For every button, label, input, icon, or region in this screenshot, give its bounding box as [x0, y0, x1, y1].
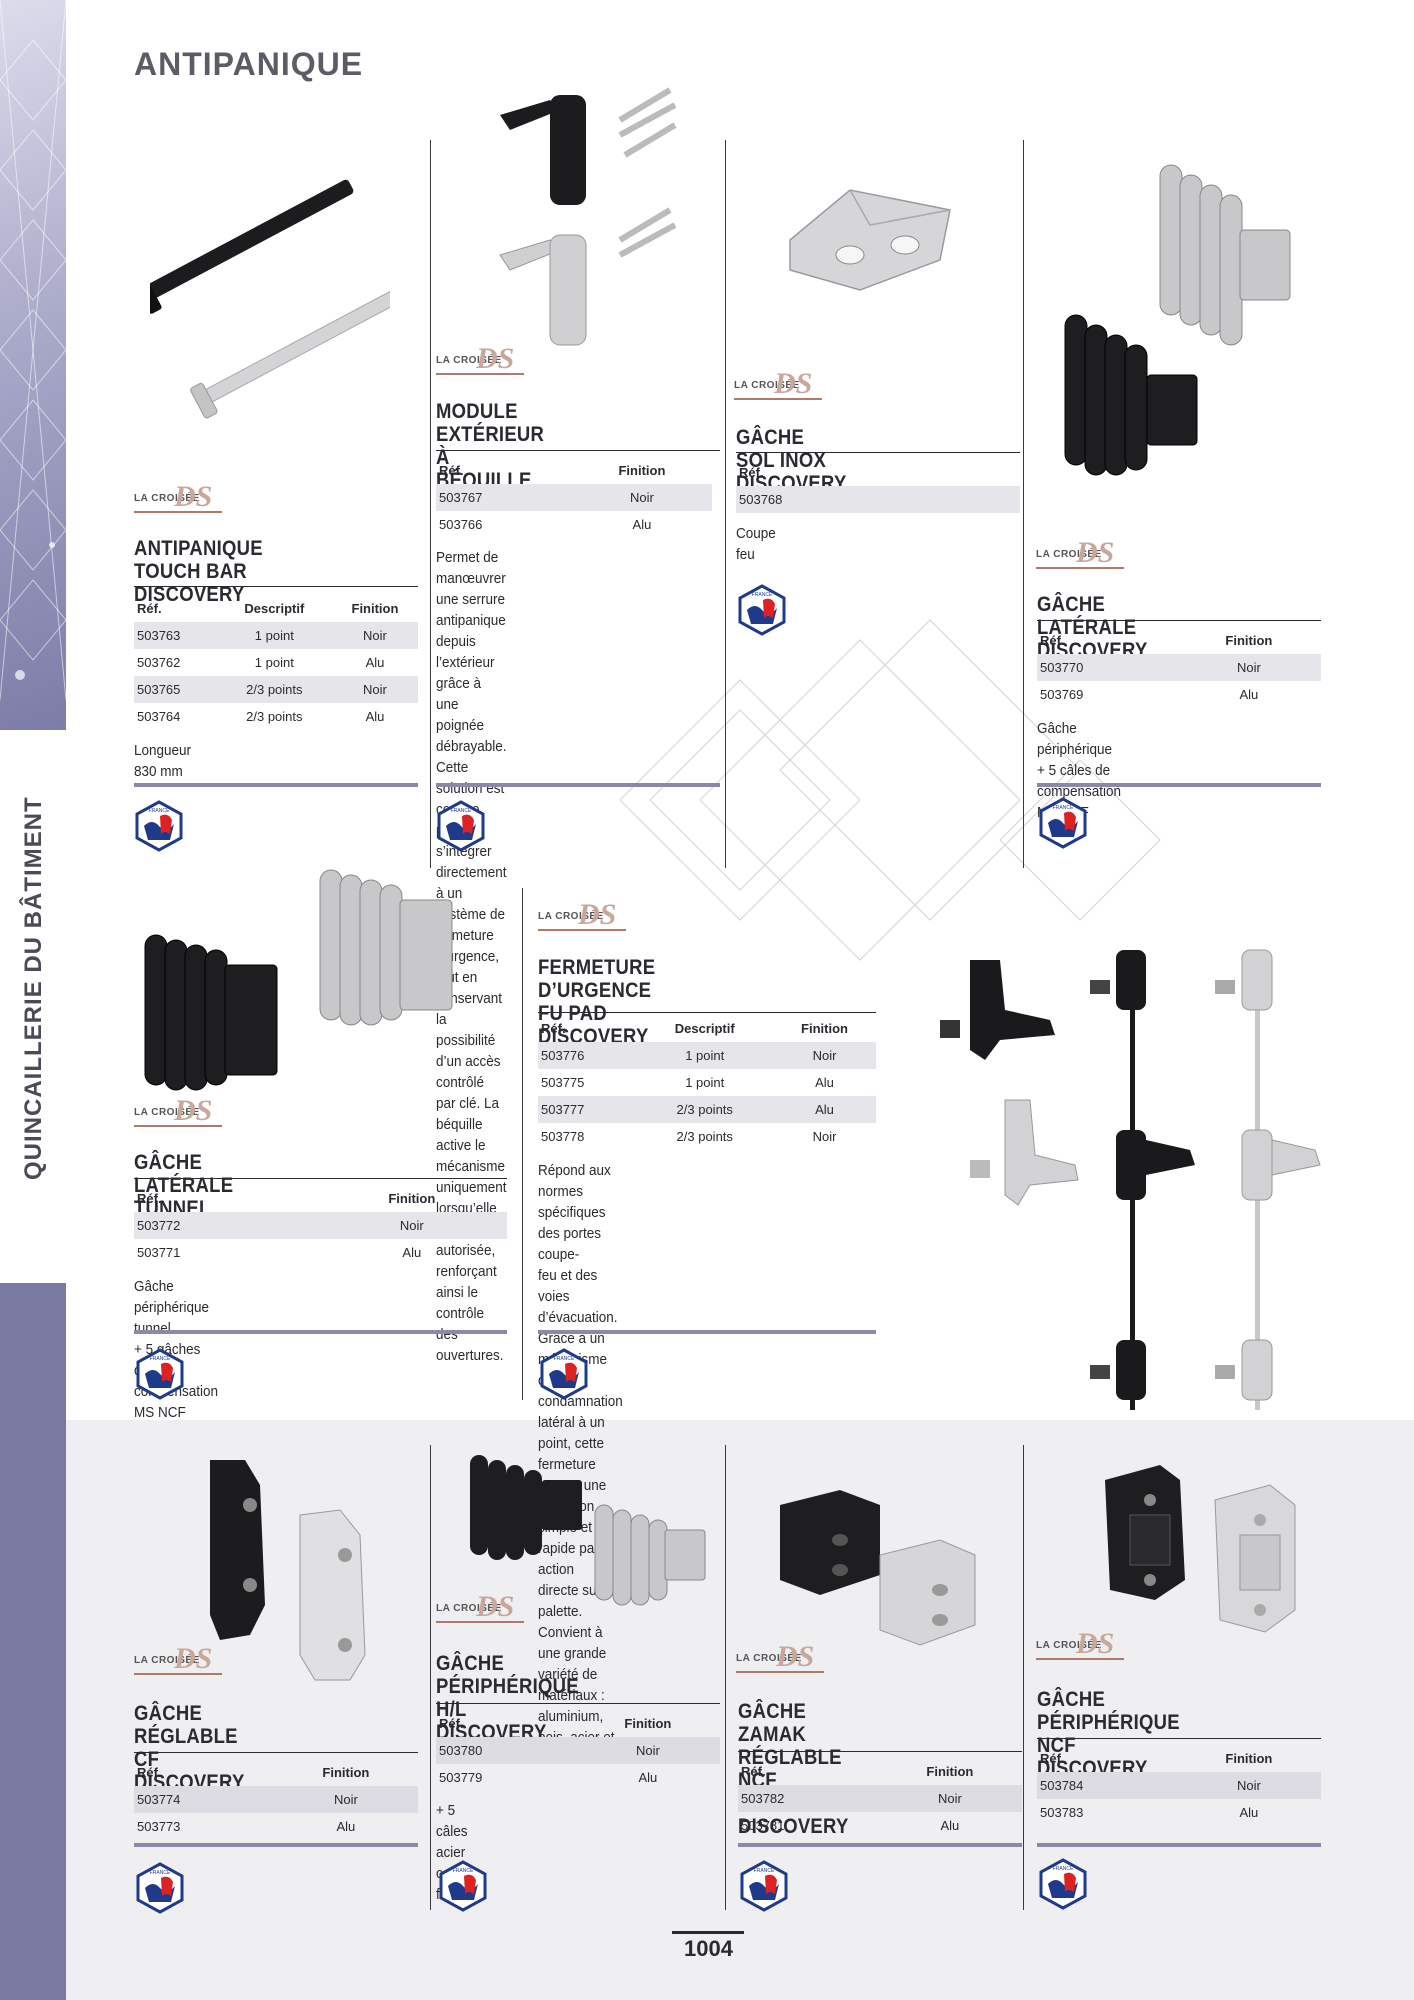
made-in-france-badge: FRANCE: [439, 1860, 487, 1912]
product-image-module-exterieur: [499, 87, 677, 346]
svg-text:FRANCE: FRANCE: [149, 808, 170, 814]
section-label: QUINCAILLERIE DU BÂTIMENT: [20, 796, 47, 1180]
made-in-france-badge: FRANCE: [437, 800, 485, 852]
svg-text:FRANCE: FRANCE: [1053, 805, 1074, 811]
product-image-touch-bar: [150, 179, 390, 419]
svg-text:FRANCE: FRANCE: [554, 1356, 575, 1362]
divider: [1023, 1445, 1024, 1910]
decorative-lines: [619, 619, 1161, 961]
svg-text:FRANCE: FRANCE: [754, 1868, 775, 1874]
brand-logo: LA CROISÉE DS: [1036, 536, 1124, 578]
svg-text:FRANCE: FRANCE: [1053, 1866, 1074, 1872]
product-title: ANTIPANIQUE TOUCH BAR DISCOVERY: [134, 537, 263, 606]
brand-logo: LA CROISÉE DS: [134, 1094, 222, 1136]
made-in-france-badge: FRANCE: [740, 1860, 788, 1912]
side-decoration: [0, 0, 66, 730]
brand-logo: LA CROISÉE DS: [734, 367, 822, 409]
made-in-france-badge: FRANCE: [540, 1348, 588, 1400]
divider: [430, 140, 431, 868]
divider: [725, 1445, 726, 1910]
made-in-france-badge: FRANCE: [136, 1862, 184, 1914]
reference-table: Réf. 503768: [736, 458, 1020, 513]
product-description: Coupe feu: [736, 525, 776, 563]
brand-logo: LA CROISÉE DS: [134, 480, 222, 522]
bottom-row-background: [66, 1420, 1414, 2000]
made-in-france-badge: FRANCE: [136, 1348, 184, 1400]
page-number: 1004: [684, 1936, 733, 1961]
svg-text:FRANCE: FRANCE: [453, 1868, 474, 1874]
brand-logo: LA CROISÉE DS: [736, 1640, 824, 1682]
product-image-gache-tunnel: [144, 869, 453, 1091]
page-title: ANTIPANIQUE: [134, 46, 364, 82]
svg-text:FRANCE: FRANCE: [451, 808, 472, 814]
product-image-gache-ncf: [1105, 1465, 1296, 1633]
divider: [522, 888, 523, 1400]
product-description: Longueur 830 mm: [134, 742, 192, 780]
side-band: [0, 1283, 66, 2000]
made-in-france-badge: FRANCE: [135, 800, 183, 852]
product-image-fu-pad: [940, 949, 1321, 1410]
made-in-france-badge: FRANCE: [738, 584, 786, 636]
divider: [725, 140, 726, 868]
page-number-rule: [672, 1931, 744, 1934]
divider: [430, 1445, 431, 1910]
made-in-france-badge: FRANCE: [1039, 1858, 1087, 1910]
product-image-gache-zamak: [780, 1490, 976, 1646]
svg-text:FRANCE: FRANCE: [150, 1356, 171, 1362]
brand-logo: LA CROISÉE DS: [1036, 1627, 1124, 1669]
table-row: 503768: [736, 486, 1020, 513]
brand-logo: LA CROISÉE DS: [436, 342, 524, 384]
brand-logo: LA CROISÉE DS: [134, 1642, 222, 1684]
svg-text:FRANCE: FRANCE: [752, 592, 773, 598]
made-in-france-badge: FRANCE: [1039, 797, 1087, 849]
product-image-gache-hl: [470, 1455, 706, 1606]
product-image-gache-cf: [210, 1460, 366, 1681]
brand-logo: LA CROISÉE DS: [436, 1590, 524, 1632]
product-image-gache-laterale: [1064, 164, 1291, 476]
divider: [1023, 140, 1024, 868]
svg-text:FRANCE: FRANCE: [150, 1870, 171, 1876]
brand-logo: LA CROISÉE DS: [538, 898, 626, 940]
product-image-gache-sol: [789, 189, 951, 291]
